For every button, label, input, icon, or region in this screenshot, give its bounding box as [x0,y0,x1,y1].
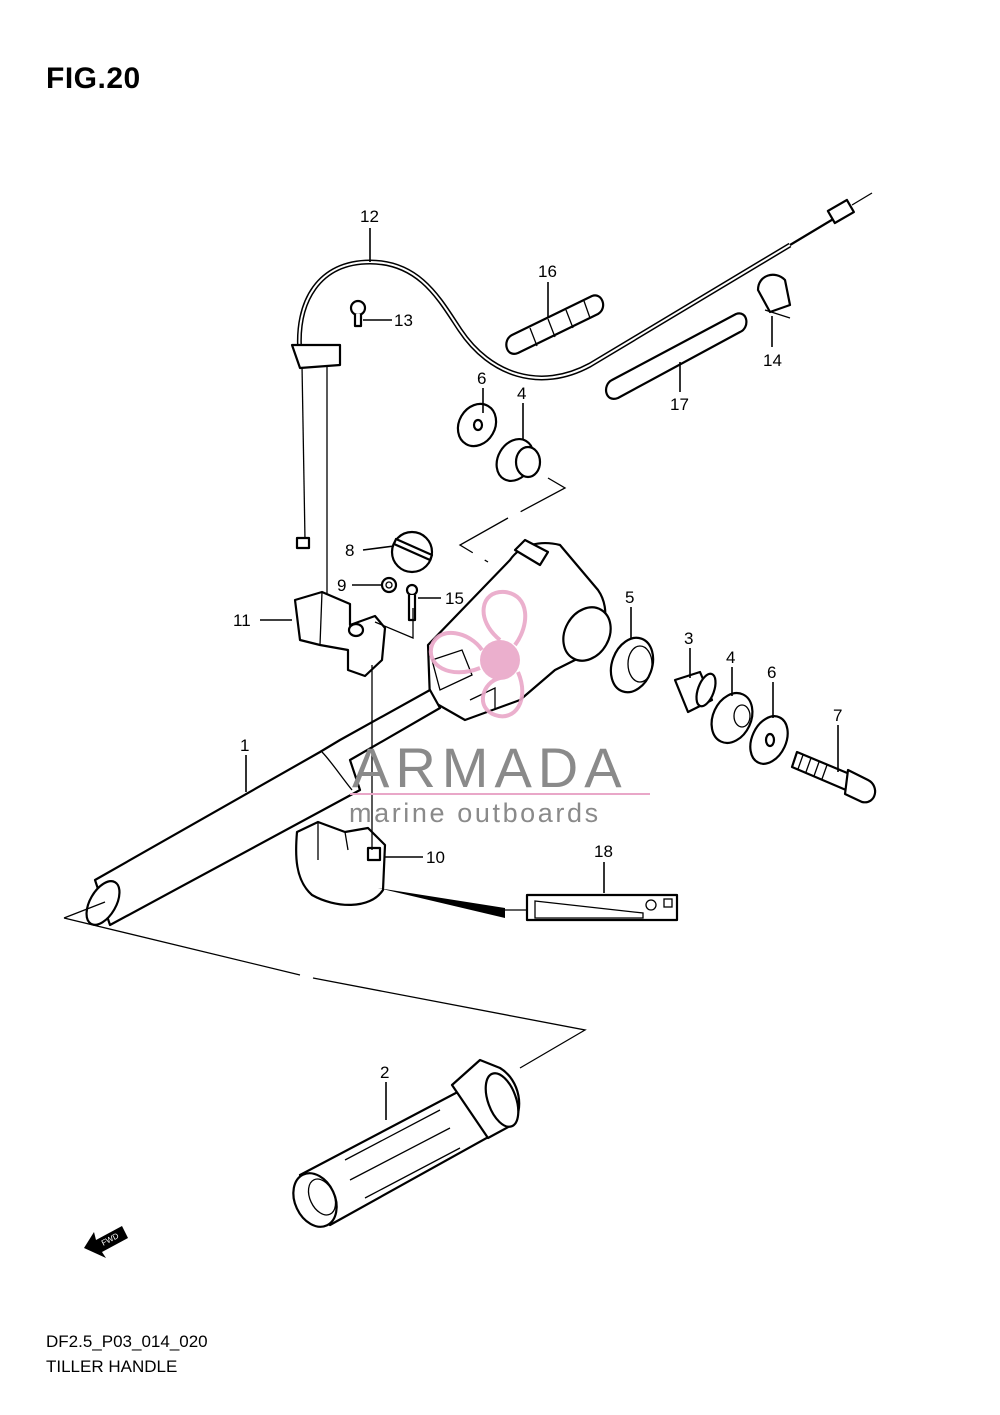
callout-10: 10 [426,848,445,867]
armada-logo-icon [428,589,528,719]
figure-caption: TILLER HANDLE [46,1357,178,1376]
protector-tube [604,312,748,400]
cable-clamp [756,273,792,319]
figure-title: FIG.20 [46,62,141,95]
washer-6-upper [456,402,498,448]
callout-4-upper: 4 [517,384,526,403]
cable-sleeve [505,294,605,355]
holder-upper-11 [293,590,387,678]
callout-3: 3 [684,629,693,648]
callout-6-lower: 6 [767,663,776,682]
cap-8 [390,530,434,574]
callout-13: 13 [394,311,413,330]
callout-5: 5 [625,588,634,607]
bolt-15 [405,583,419,622]
tiller-bracket [426,538,612,722]
callout-16: 16 [538,262,557,281]
figure-code: DF2.5_P03_014_020 [46,1332,208,1351]
callout-7: 7 [833,706,842,725]
throttle-cable [290,192,873,600]
assembly-lines [63,477,587,1069]
callout-14: 14 [763,351,782,370]
bushing-4-upper [495,438,542,482]
bushing-5 [609,636,655,694]
callout-1: 1 [240,736,249,755]
callout-8: 8 [345,541,354,560]
fwd-arrow-icon: FWD [84,1226,128,1258]
nut-9 [380,576,398,594]
watermark-rule [350,793,650,795]
callout-18: 18 [594,842,613,861]
callout-2: 2 [380,1063,389,1082]
throttle-grip-2 [292,1058,521,1228]
watermark-brand-name: ARMADA [352,736,628,799]
washer-6-lower [749,715,789,765]
watermark-tagline: marine outboards [349,798,601,828]
callout-17: 17 [670,395,689,414]
callout-15: 15 [445,589,464,608]
callout-11: 11 [233,611,251,630]
leader-lines [245,228,839,1120]
callout-9: 9 [337,576,346,595]
decal-18 [378,888,679,922]
collar-3 [673,670,717,714]
callout-4-lower: 4 [726,648,735,667]
bushing-4-lower [710,692,754,744]
screw-13 [349,299,367,328]
bolt-7 [790,750,877,804]
callout-6-upper: 6 [477,369,486,388]
holder-lower-10 [295,820,387,906]
callout-12: 12 [360,207,379,226]
callout-labels: 1 2 3 4 4 5 6 6 7 8 9 10 11 12 13 14 15 … [233,207,842,1082]
